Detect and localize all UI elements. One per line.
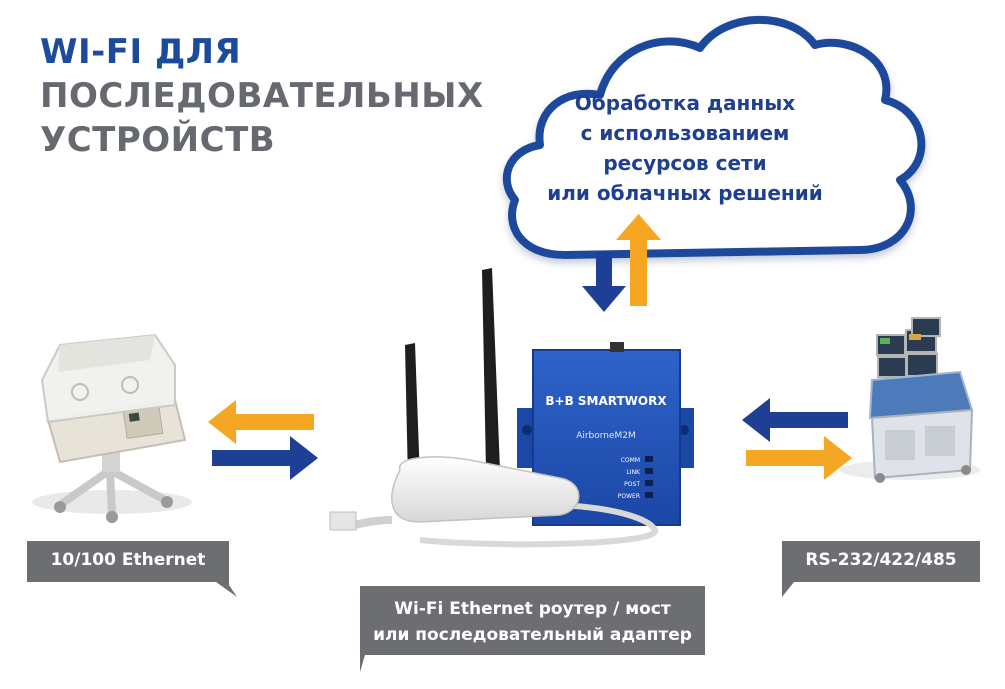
- led-power: [645, 492, 653, 498]
- incubator-image: [32, 333, 192, 523]
- label-right: RS-232/422/485: [805, 550, 957, 570]
- label-center-line-1: Wi-Fi Ethernet роутер / мост: [394, 599, 671, 619]
- led-link: [645, 468, 653, 474]
- device-model: AirborneM2M: [576, 431, 636, 441]
- arrow-left-orange: [208, 400, 314, 444]
- arrow-down-blue: [582, 252, 626, 312]
- led-post: [645, 480, 653, 486]
- cloud-shape: [502, 15, 926, 259]
- router-image: B+B SMARTWORX AirborneM2M COMM LINK POST…: [329, 268, 694, 548]
- arrow-left-blue: [742, 398, 848, 442]
- cloud-line-1: Обработка данных: [574, 91, 796, 115]
- label-center-line-2: или последовательный адаптер: [373, 625, 692, 645]
- label-right-shape: [782, 541, 980, 597]
- label-left-shape: [27, 541, 237, 597]
- arrow-right-blue: [212, 436, 318, 480]
- arrow-right-orange: [746, 436, 852, 480]
- cloud-line-4: или облачных решений: [547, 181, 823, 205]
- led-comm: [645, 456, 653, 462]
- title-line-3: УСТРОЙСТВ: [40, 120, 276, 160]
- led-label-post: POST: [624, 481, 640, 488]
- cloud-text: Обработка данных с использованием ресурс…: [520, 88, 850, 208]
- arrow-up-orange: [616, 214, 661, 306]
- led-label-link: LINK: [626, 469, 641, 476]
- cloud-line-2: с использованием: [580, 121, 790, 145]
- workstation-image: [840, 317, 980, 483]
- device-brand: B+B SMARTWORX: [545, 394, 667, 408]
- label-center: Wi-Fi Ethernet роутер / мост или последо…: [360, 596, 705, 648]
- diagram-title: WI-FI ДЛЯ ПОСЛЕДОВАТЕЛЬНЫХ УСТРОЙСТВ: [40, 30, 484, 162]
- label-center-shape: [348, 574, 705, 672]
- cloud-line-3: ресурсов сети: [603, 151, 767, 175]
- label-left: 10/100 Ethernet: [50, 550, 206, 570]
- title-line-2: ПОСЛЕДОВАТЕЛЬНЫХ: [40, 76, 484, 116]
- led-label-comm: COMM: [621, 457, 640, 464]
- title-line-1: WI-FI ДЛЯ: [40, 32, 242, 72]
- led-label-power: POWER: [618, 493, 640, 500]
